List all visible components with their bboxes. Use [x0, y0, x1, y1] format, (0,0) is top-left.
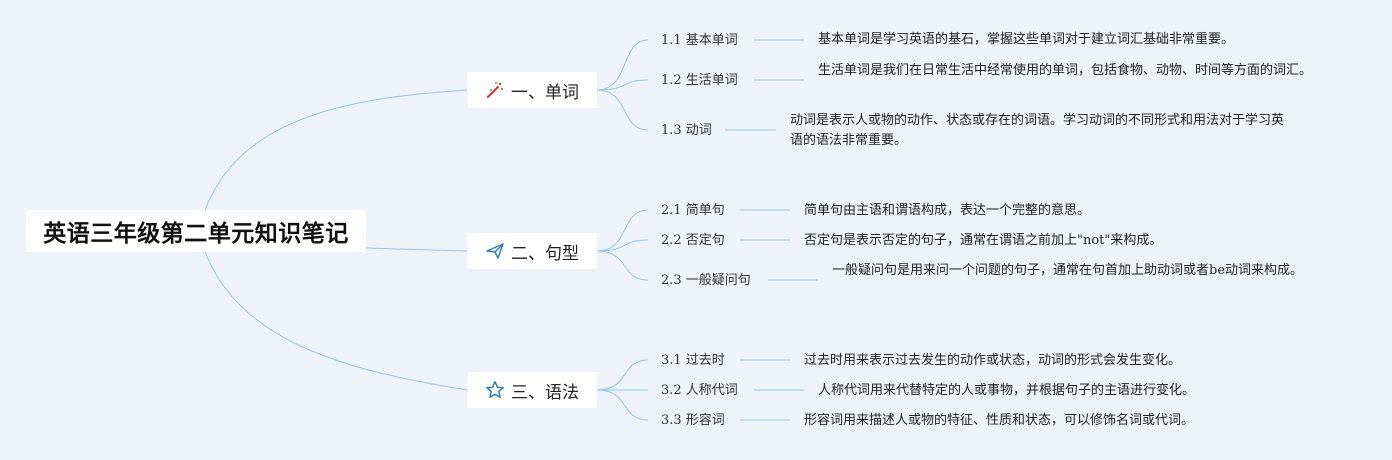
magic-wand-icon [485, 80, 505, 100]
subtopic-1-2[interactable]: 1.2 生活单词 [661, 73, 738, 88]
subtopic-2-3[interactable]: 2.3 一般疑问句 [661, 273, 751, 288]
desc-3-3: 形容词用来描述人或物的特征、性质和状态，可以修饰名词或代词。 [804, 413, 1195, 428]
subtopic-1-3[interactable]: 1.3 动词 [661, 123, 712, 138]
subtopic-1-1[interactable]: 1.1 基本单词 [661, 33, 738, 48]
desc-3-1: 过去时用来表示过去发生的动作或状态，动词的形式会发生变化。 [804, 353, 1182, 368]
subtopic-2-2[interactable]: 2.2 否定句 [661, 233, 725, 248]
topic-grammar[interactable]: 三、语法 [467, 372, 597, 408]
desc-1-3: 动词是表示人或物的动作、状态或存在的词语。学习动词的不同形式和用法对于学习英语的… [790, 113, 1285, 148]
subtopic-3-1[interactable]: 3.1 过去时 [661, 353, 725, 368]
desc-2-2: 否定句是表示否定的句子，通常在谓语之前加上"not"来构成。 [804, 233, 1163, 248]
desc-3-2: 人称代词用来代替特定的人或事物，并根据句子的主语进行变化。 [818, 383, 1196, 398]
topic-label: 一、单词 [511, 82, 579, 103]
subtopic-3-2[interactable]: 3.2 人称代词 [661, 383, 738, 398]
desc-2-3: 一般疑问句是用来问一个问题的句子，通常在句首加上助动词或者be动词来构成。 [832, 263, 1304, 278]
topic-label: 三、语法 [511, 382, 579, 403]
subtopic-3-3[interactable]: 3.3 形容词 [661, 413, 725, 428]
topic-sentence-patterns[interactable]: 二、句型 [467, 233, 597, 269]
paper-plane-icon [485, 241, 505, 261]
topic-vocabulary[interactable]: 一、单词 [467, 72, 597, 108]
desc-1-2: 生活单词是我们在日常生活中经常使用的单词，包括食物、动物、时间等方面的词汇。 [818, 63, 1313, 78]
subtopic-2-1[interactable]: 2.1 简单句 [661, 203, 725, 218]
root-topic[interactable]: 英语三年级第二单元知识笔记 [26, 210, 366, 252]
root-title: 英语三年级第二单元知识笔记 [43, 221, 349, 247]
topic-label: 二、句型 [511, 243, 579, 264]
star-icon [485, 380, 505, 400]
desc-1-1: 基本单词是学习英语的基石，掌握这些单词对于建立词汇基础非常重要。 [818, 32, 1235, 47]
desc-2-1: 简单句由主语和谓语构成，表达一个完整的意思。 [804, 203, 1091, 218]
